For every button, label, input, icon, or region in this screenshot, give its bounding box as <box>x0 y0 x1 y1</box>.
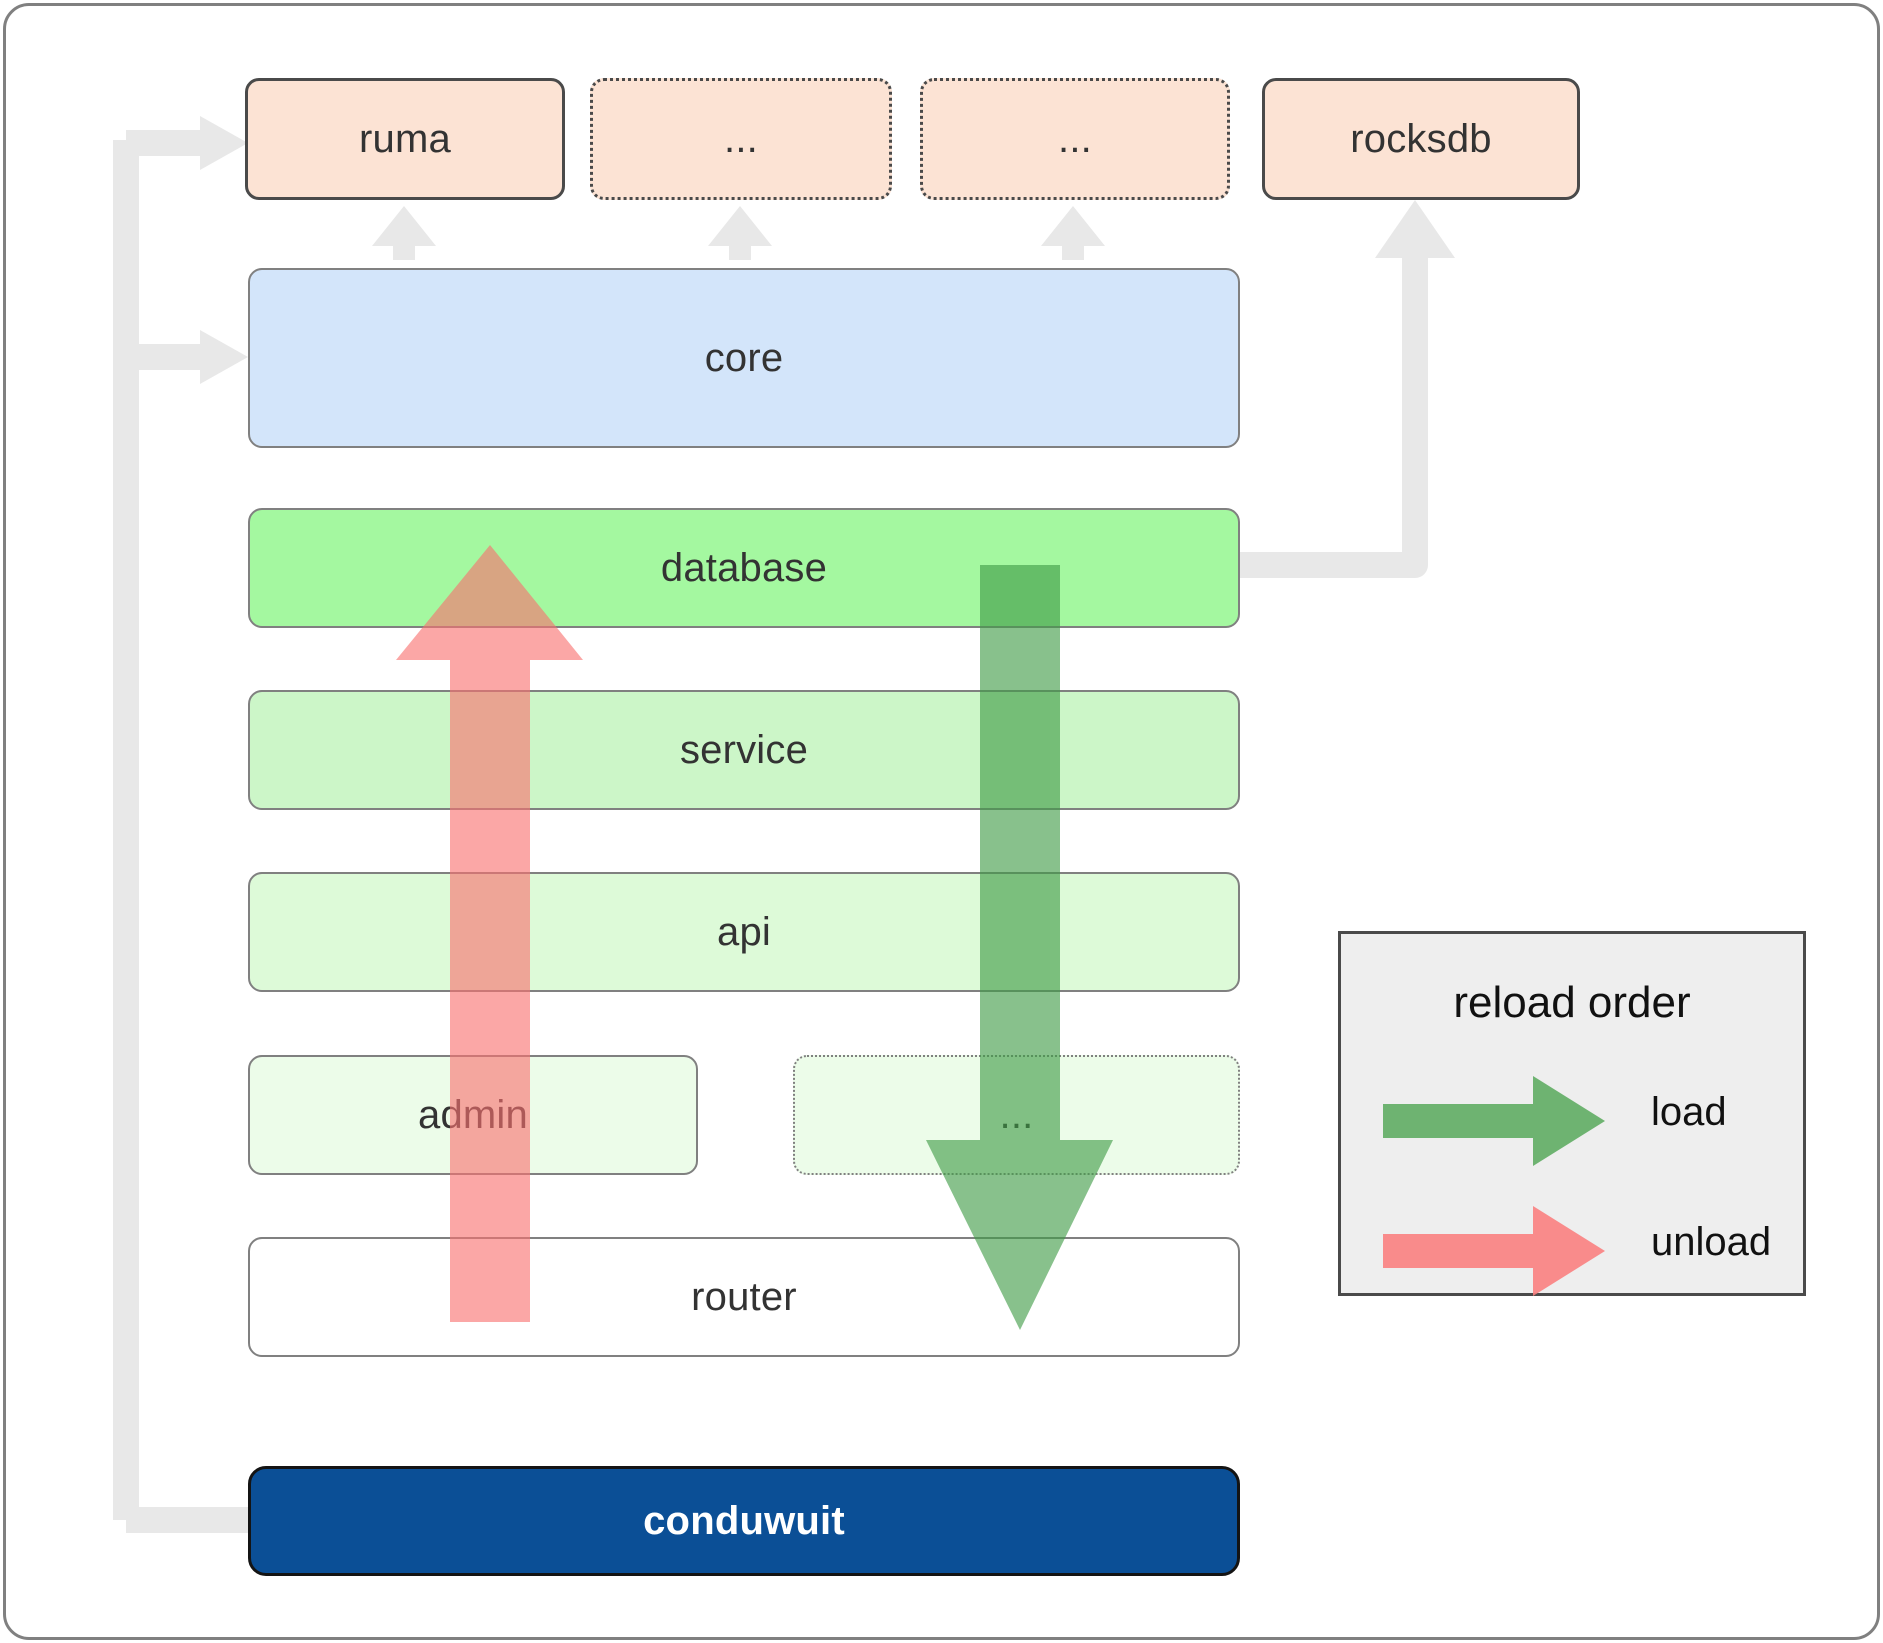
dependency-node-dots-1[interactable]: ... <box>590 78 892 200</box>
legend-row-unload: unload <box>1341 1206 1803 1296</box>
crate-node-router[interactable]: router <box>248 1237 1240 1357</box>
root-label: conduwuit <box>643 1498 845 1543</box>
dependency-node-dots-2[interactable]: ... <box>920 78 1230 200</box>
dependency-label: ... <box>1058 116 1092 161</box>
crate-node-api[interactable]: api <box>248 872 1240 992</box>
dependency-label: ... <box>724 116 758 161</box>
legend-panel: reload order load unload <box>1338 931 1806 1296</box>
root-node-conduwuit[interactable]: conduwuit <box>248 1466 1240 1576</box>
crate-label: database <box>660 545 828 590</box>
crate-label: core <box>704 335 784 380</box>
crate-node-core[interactable]: core <box>248 268 1240 448</box>
diagram-frame <box>3 3 1880 1640</box>
legend-row-load: load <box>1341 1076 1803 1166</box>
crate-node-database[interactable]: database <box>248 508 1240 628</box>
crate-label: service <box>679 727 809 772</box>
dependency-node-ruma[interactable]: ruma <box>245 78 565 200</box>
crate-label: admin <box>418 1092 528 1137</box>
crate-label: api <box>717 909 771 954</box>
crate-node-admin[interactable]: admin <box>248 1055 698 1175</box>
crate-label: ... <box>999 1092 1034 1137</box>
legend-unload-arrow-icon <box>1383 1206 1605 1296</box>
legend-load-label: load <box>1651 1090 1727 1134</box>
dependency-label: ruma <box>359 116 451 161</box>
dependency-label: rocksdb <box>1350 116 1492 161</box>
crate-node-dots-3[interactable]: ... <box>793 1055 1240 1175</box>
legend-title: reload order <box>1453 978 1691 1027</box>
dependency-node-rocksdb[interactable]: rocksdb <box>1262 78 1580 200</box>
crate-label: router <box>691 1274 797 1319</box>
legend-unload-label: unload <box>1651 1220 1772 1264</box>
legend-load-arrow-icon <box>1383 1076 1605 1166</box>
crate-node-service[interactable]: service <box>248 690 1240 810</box>
